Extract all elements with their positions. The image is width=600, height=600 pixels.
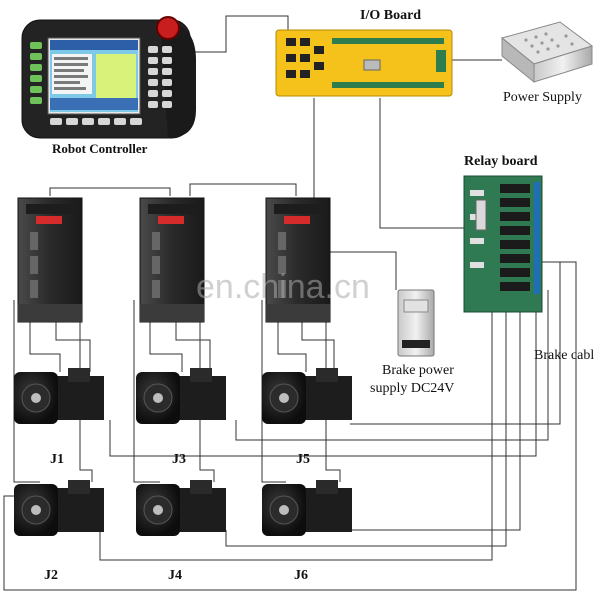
io-board — [275, 29, 453, 97]
relay-board — [463, 175, 543, 313]
brake-line-4 — [350, 300, 521, 531]
brake-line-1 — [350, 262, 561, 425]
joint-label-j1: J1 — [50, 452, 64, 467]
brake-line-2 — [235, 290, 549, 441]
joint-label-j4: J4 — [168, 568, 182, 583]
brake-power-supply — [397, 289, 435, 357]
wire-drive-brake — [330, 251, 397, 290]
robot-controller-label: Robot Controller — [52, 141, 148, 156]
joint-label-j6: J6 — [294, 568, 308, 583]
servo-drive-j3-j4 — [139, 197, 205, 323]
drive-display — [284, 216, 310, 224]
wire-d1-j1b — [55, 318, 91, 372]
power-supply-label: Power Supply — [503, 90, 582, 105]
wire-drive-chain-2 — [189, 183, 297, 196]
drive-display — [158, 216, 184, 224]
drive-display — [36, 216, 62, 224]
wire-d3-j5 — [277, 318, 307, 372]
servo-drive-j5-j6 — [265, 197, 331, 323]
joint-label-j5: J5 — [296, 452, 310, 467]
pendant-bottom-keys — [50, 118, 142, 125]
servo-motor-j6 — [262, 480, 352, 536]
wire-d1-j2 — [13, 300, 40, 483]
joint-label-j3: J3 — [172, 452, 186, 467]
wire-relay-brake — [3, 261, 577, 591]
brake-line-6 — [99, 306, 493, 561]
wires — [3, 15, 577, 591]
servo-motor-j5 — [262, 368, 352, 424]
servo-drive-j1-j2 — [17, 197, 83, 323]
wire-d1-j1 — [29, 318, 61, 372]
brake-cable-label: Brake cabl — [534, 348, 595, 363]
wire-io-relay — [379, 98, 470, 229]
joint-label-j2: J2 — [44, 568, 58, 583]
servo-motor-j2 — [14, 480, 104, 536]
io-connectors — [286, 38, 324, 78]
emergency-stop-icon — [156, 16, 180, 40]
relay-modules — [500, 184, 530, 291]
wire-d2-j3 — [149, 318, 183, 372]
pendant-left-keys — [30, 42, 42, 104]
servo-motor-j3 — [136, 368, 226, 424]
watermark: en.china.cn — [196, 268, 370, 306]
power-supply — [500, 21, 594, 84]
brake-power-label-line2: supply DC24V — [370, 381, 455, 396]
wire-d3-j6 — [261, 300, 286, 483]
servo-motor-j1 — [14, 368, 104, 424]
relay-board-label: Relay board — [464, 154, 538, 169]
brake-line-5 — [225, 306, 507, 547]
wire-d2-j3b — [175, 318, 211, 372]
wire-d2-j4 — [133, 300, 160, 483]
brake-line-3 — [109, 300, 537, 457]
servo-motor-j4 — [136, 480, 226, 536]
brake-power-label-line1: Brake power — [382, 363, 454, 378]
wire-d3-j5b — [301, 318, 335, 372]
wire-drive-chain-1 — [49, 187, 171, 196]
io-board-label: I/O Board — [360, 8, 422, 23]
robot-controller — [21, 16, 196, 139]
pendant-right-keys — [148, 46, 172, 108]
